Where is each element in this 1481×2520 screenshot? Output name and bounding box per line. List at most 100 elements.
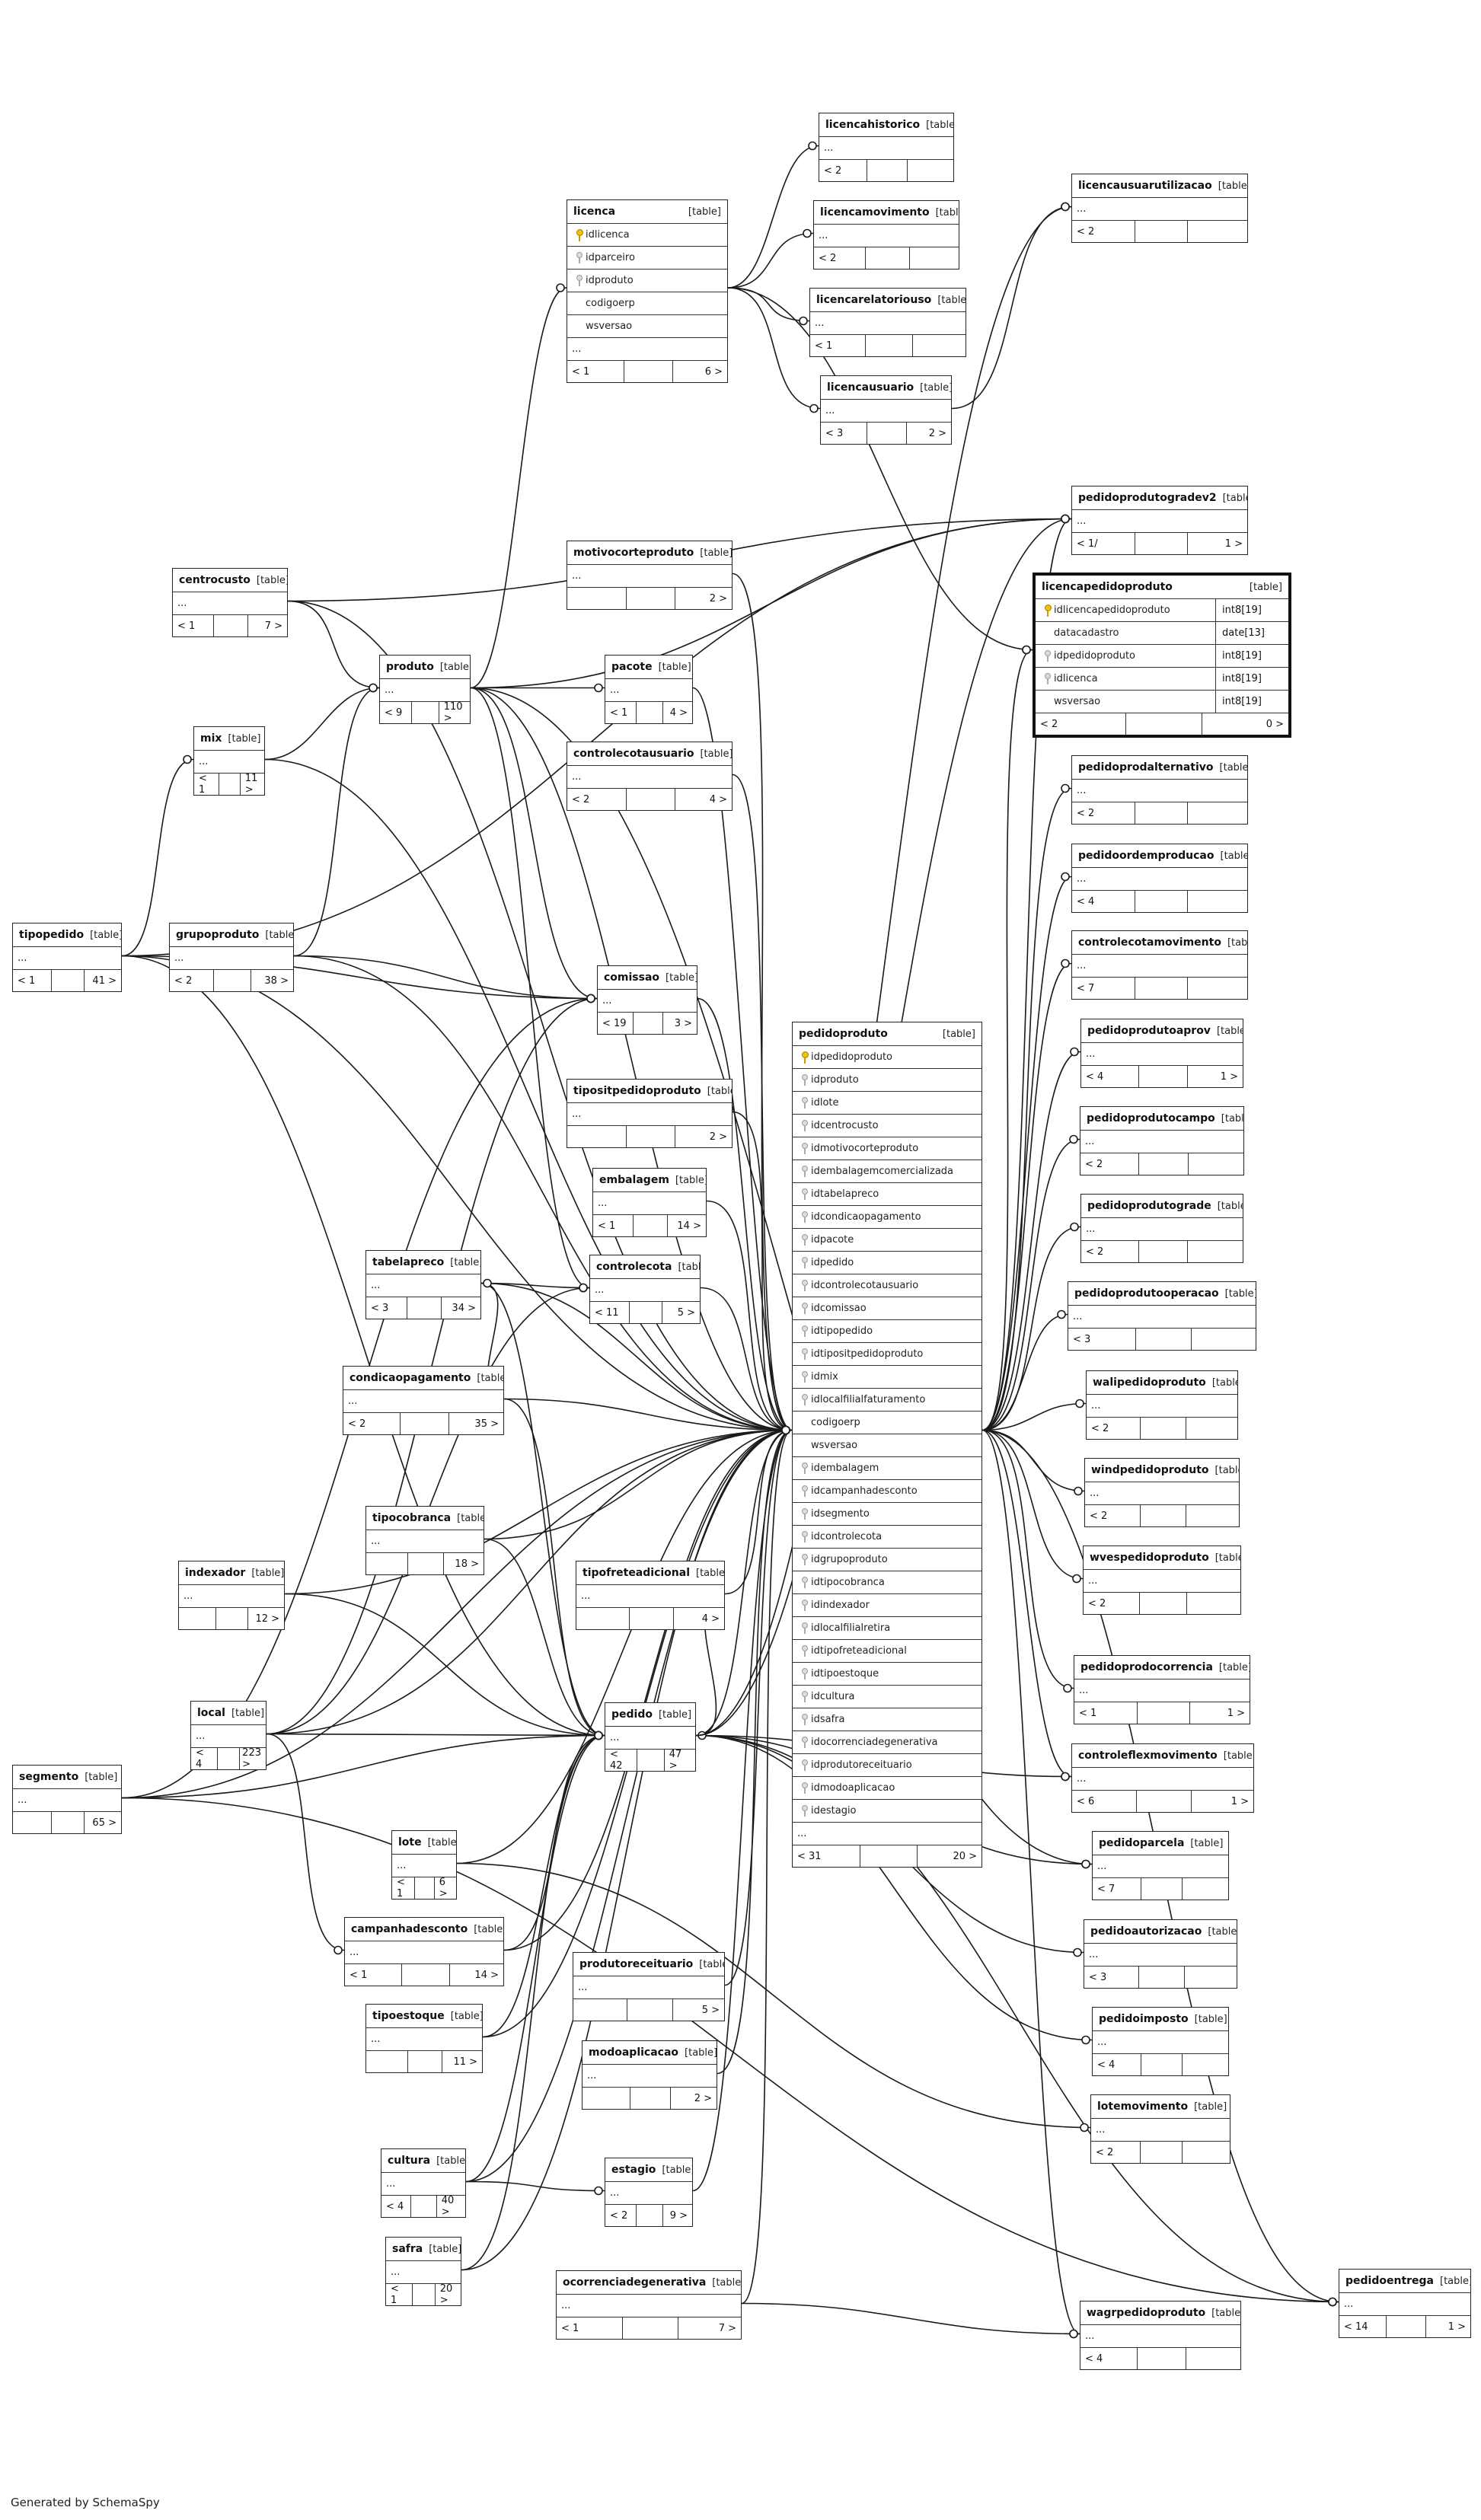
parents-count[interactable]: < 19 xyxy=(598,1013,634,1034)
parents-count[interactable]: < 1 xyxy=(173,615,214,636)
parents-count[interactable] xyxy=(567,1126,627,1147)
table-name[interactable]: licencausuario xyxy=(827,381,914,394)
column-row[interactable]: idproduto xyxy=(793,1069,981,1092)
children-count[interactable]: 1 > xyxy=(1230,1795,1250,1807)
parents-count[interactable]: < 4 xyxy=(381,2196,412,2217)
more-columns[interactable]: ... xyxy=(1072,510,1247,533)
parents-count[interactable]: < 1 xyxy=(392,1877,416,1900)
more-columns[interactable]: ... xyxy=(1084,1570,1240,1593)
table-header[interactable]: mix[table] xyxy=(194,727,264,751)
parents-count[interactable]: < 2 xyxy=(343,1413,401,1434)
table-header[interactable]: tabelapreco[table] xyxy=(366,1251,480,1274)
table-header[interactable]: tipocobranca[table] xyxy=(366,1507,484,1530)
table-name[interactable]: modoaplicacao xyxy=(589,2046,679,2059)
more-columns[interactable]: ... xyxy=(1080,1131,1243,1153)
table-header[interactable]: indexador[table] xyxy=(179,1561,284,1585)
children-count[interactable]: 11 > xyxy=(453,2056,478,2068)
table-header[interactable]: condicaopagamento[table] xyxy=(343,1367,503,1390)
table-name[interactable]: walipedidoproduto xyxy=(1093,1376,1206,1389)
parents-count[interactable]: < 1 xyxy=(605,702,637,723)
table-header[interactable]: pedidoprodutocampo[table] xyxy=(1080,1107,1243,1131)
more-columns[interactable]: ... xyxy=(810,312,966,335)
table-name[interactable]: lote xyxy=(398,1836,422,1849)
table-pedidoprodutocampo[interactable]: pedidoprodutocampo[table]...< 2 xyxy=(1080,1106,1244,1175)
children-count[interactable]: 4 > xyxy=(701,1612,720,1625)
parents-count[interactable]: < 2 xyxy=(605,2205,637,2226)
more-columns[interactable]: ... xyxy=(593,1192,706,1215)
table-produtoreceituario[interactable]: produtoreceituario[table]...5 > xyxy=(573,1952,725,2021)
children-count[interactable]: 47 > xyxy=(669,1749,682,1772)
table-tipofreteadicional[interactable]: tipofreteadicional[table]...4 > xyxy=(576,1561,725,1630)
parents-count[interactable] xyxy=(567,588,627,609)
more-columns[interactable]: ... xyxy=(381,2173,465,2196)
more-columns[interactable]: ... xyxy=(13,947,121,970)
more-columns[interactable]: ... xyxy=(1072,1768,1253,1791)
children-count[interactable]: 7 > xyxy=(718,2322,736,2334)
table-header[interactable]: pacote[table] xyxy=(605,656,692,679)
table-header[interactable]: wvespedidoproduto[table] xyxy=(1084,1546,1240,1570)
table-wvespedidoproduto[interactable]: wvespedidoproduto[table]...< 2 xyxy=(1083,1545,1241,1615)
children-count[interactable] xyxy=(1183,2054,1228,2075)
table-name[interactable]: licencarelatoriouso xyxy=(816,294,932,306)
children-count[interactable]: 5 > xyxy=(677,1306,695,1319)
table-header[interactable]: pedidoprodutograde[table] xyxy=(1081,1195,1243,1218)
parents-count[interactable]: < 4 xyxy=(1072,891,1135,912)
children-count[interactable]: 35 > xyxy=(474,1418,499,1430)
table-header[interactable]: estagio[table] xyxy=(605,2158,692,2182)
children-count[interactable] xyxy=(1192,1329,1256,1350)
children-count[interactable]: 34 > xyxy=(452,1302,476,1314)
children-count[interactable]: 1 > xyxy=(1447,2321,1466,2333)
table-name[interactable]: grupoproduto xyxy=(176,929,260,941)
table-name[interactable]: licenca xyxy=(573,206,616,218)
table-name[interactable]: segmento xyxy=(19,1771,79,1783)
table-header[interactable]: tipoestoque[table] xyxy=(366,2005,482,2028)
parents-count[interactable]: < 1 xyxy=(1074,1702,1138,1724)
table-name[interactable]: centrocusto xyxy=(179,574,251,586)
children-count[interactable]: 6 > xyxy=(704,365,723,378)
parents-count[interactable]: < 7 xyxy=(1072,978,1135,999)
column-row[interactable]: idmix xyxy=(793,1366,981,1389)
table-windpedidoproduto[interactable]: windpedidoproduto[table]...< 2 xyxy=(1084,1458,1240,1527)
table-header[interactable]: pedidoautorizacao[table] xyxy=(1084,1920,1237,1944)
column-row[interactable]: idlote xyxy=(793,1092,981,1115)
column-row[interactable]: idtipositpedidoproduto xyxy=(793,1343,981,1366)
table-indexador[interactable]: indexador[table]...12 > xyxy=(178,1561,285,1630)
column-row[interactable]: idsafra xyxy=(793,1708,981,1731)
children-count[interactable]: 11 > xyxy=(244,773,258,796)
parents-count[interactable] xyxy=(179,1608,217,1629)
table-tipoestoque[interactable]: tipoestoque[table]...11 > xyxy=(365,2004,483,2073)
parents-count[interactable] xyxy=(366,1553,409,1574)
table-header[interactable]: centrocusto[table] xyxy=(173,569,287,592)
more-columns[interactable]: ... xyxy=(366,1274,480,1297)
children-count[interactable]: 20 > xyxy=(953,1850,978,1862)
children-count[interactable] xyxy=(910,247,959,269)
children-count[interactable]: 5 > xyxy=(701,2004,720,2016)
parents-count[interactable]: < 2 xyxy=(1085,1505,1141,1526)
column-row[interactable]: idindexador xyxy=(793,1594,981,1617)
more-columns[interactable]: ... xyxy=(386,2261,461,2284)
more-columns[interactable]: ... xyxy=(567,565,732,588)
table-licencamovimento[interactable]: licencamovimento[table]...< 2 xyxy=(813,200,959,270)
children-count[interactable]: 6 > xyxy=(439,1877,448,1900)
table-name[interactable]: motivocorteproduto xyxy=(573,547,694,559)
more-columns[interactable]: ... xyxy=(1093,2031,1228,2054)
column-row[interactable]: idlocalfilialfaturamento xyxy=(793,1389,981,1412)
table-name[interactable]: safra xyxy=(392,2243,423,2255)
table-name[interactable]: pedidoprodutocampo xyxy=(1087,1112,1215,1124)
more-columns[interactable]: ... xyxy=(366,1530,484,1553)
table-header[interactable]: produtoreceituario[table] xyxy=(573,1953,724,1976)
more-columns[interactable]: ... xyxy=(173,592,287,615)
children-count[interactable] xyxy=(913,335,966,356)
column-row[interactable]: idcentrocusto xyxy=(793,1115,981,1137)
table-header[interactable]: pedido[table] xyxy=(605,1703,695,1727)
table-name[interactable]: comissao xyxy=(604,971,660,984)
parents-count[interactable]: < 2 xyxy=(819,160,868,181)
